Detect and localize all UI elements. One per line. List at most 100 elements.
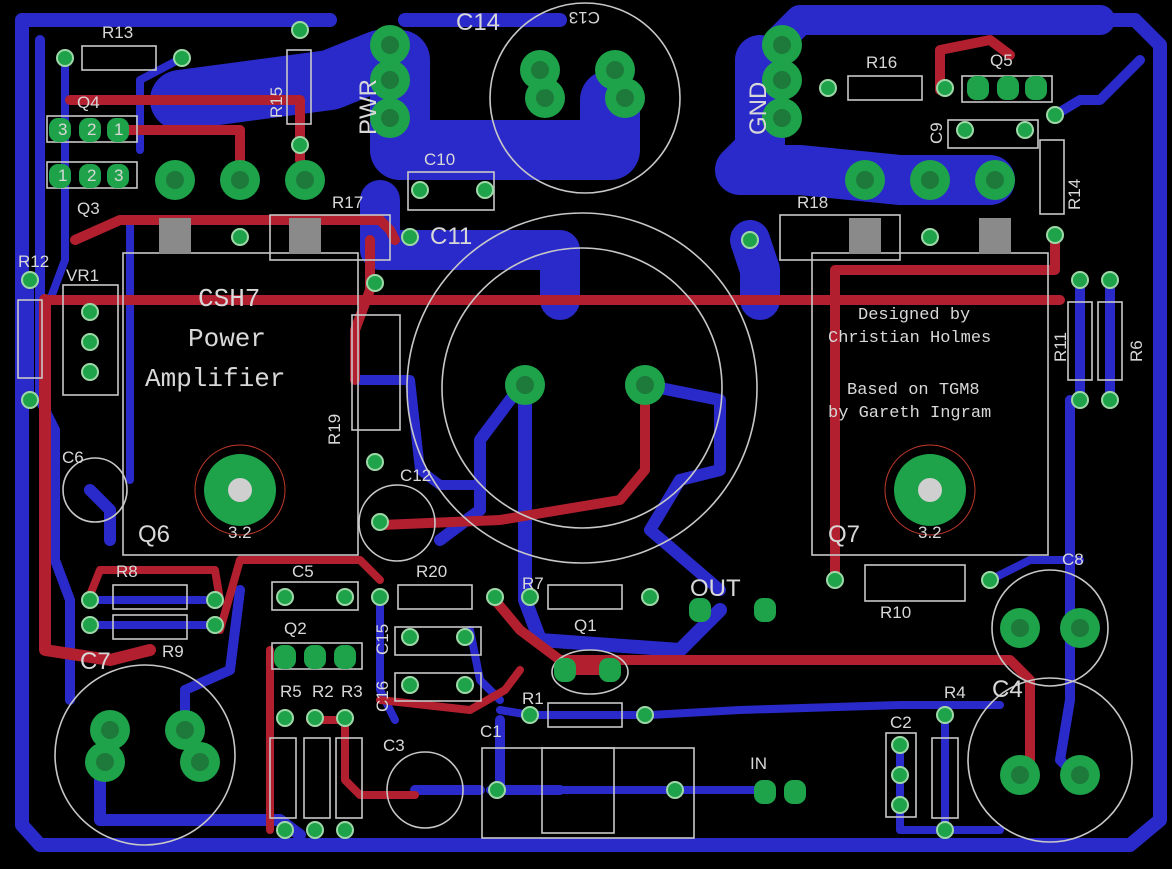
label-c1: C1	[480, 722, 502, 741]
pad-drill	[96, 753, 114, 771]
pad	[521, 588, 539, 606]
label-vr1: VR1	[66, 266, 99, 285]
pad-drill	[1011, 619, 1029, 637]
label-r5: R5	[280, 682, 302, 701]
pad	[276, 821, 294, 839]
smd-tab	[849, 218, 881, 254]
label-c8: C8	[1062, 550, 1084, 569]
transistor-pad	[49, 164, 71, 188]
pad	[936, 821, 954, 839]
label-in: IN	[750, 754, 767, 773]
pad	[291, 136, 309, 154]
transistor-pad	[754, 598, 776, 622]
pad	[336, 821, 354, 839]
label-c15: C15	[373, 624, 392, 655]
label-c2: C2	[890, 713, 912, 732]
pad	[1071, 271, 1089, 289]
transistor-pad	[304, 645, 326, 669]
label-r4: R4	[944, 683, 966, 702]
pad-drill	[381, 71, 399, 89]
pad	[956, 121, 974, 139]
label-c4: C4	[992, 676, 1023, 703]
label-q4: Q4	[77, 93, 100, 112]
pad	[306, 709, 324, 727]
pad	[366, 274, 384, 292]
label-r17: R17	[332, 193, 363, 212]
label-c14: C14	[456, 9, 500, 36]
q4-pin-2: 2	[87, 120, 96, 139]
pad	[476, 181, 494, 199]
pad	[21, 391, 39, 409]
pad	[891, 796, 909, 814]
pad-drill	[921, 171, 939, 189]
label-q5: Q5	[990, 51, 1013, 70]
pad	[981, 571, 999, 589]
transistor-pad	[49, 118, 71, 142]
pad	[1046, 106, 1064, 124]
pad	[456, 628, 474, 646]
q3-pin-3: 3	[114, 166, 123, 185]
pad	[456, 676, 474, 694]
q4-pin-1: 1	[114, 120, 123, 139]
pad	[231, 228, 249, 246]
label-gnd: GND	[745, 82, 772, 135]
label-r18: R18	[797, 193, 828, 212]
pad	[401, 628, 419, 646]
pad	[936, 706, 954, 724]
pad-drill	[636, 376, 654, 394]
q3-pin-2: 2	[87, 166, 96, 185]
pad	[486, 588, 504, 606]
pad-drill	[616, 89, 634, 107]
label-c10: C10	[424, 150, 455, 169]
label-r20: R20	[416, 562, 447, 581]
pad-drill	[381, 36, 399, 54]
pad-drill	[986, 171, 1004, 189]
pad	[81, 616, 99, 634]
pad	[21, 271, 39, 289]
pad	[81, 303, 99, 321]
credit-line-3: Based on TGM8	[847, 381, 980, 400]
transistor-pad	[554, 658, 576, 682]
pad-drill	[531, 61, 549, 79]
pad	[488, 781, 506, 799]
pad-drill	[773, 36, 791, 54]
label-r11: R11	[1051, 332, 1070, 362]
transistor-pad	[107, 164, 129, 188]
transistor-pad	[79, 118, 101, 142]
transistor-pad	[334, 645, 356, 669]
pad	[921, 228, 939, 246]
label-r3: R3	[341, 682, 363, 701]
pad	[371, 513, 389, 531]
pad	[411, 181, 429, 199]
label-r15: R15	[267, 87, 286, 118]
pads-layer	[21, 21, 1119, 839]
label-r2: R2	[312, 682, 334, 701]
pad-drill	[381, 109, 399, 127]
pad	[641, 588, 659, 606]
transistor-pad	[1025, 76, 1047, 100]
pad-drill	[856, 171, 874, 189]
pad-drill	[773, 71, 791, 89]
pad	[56, 49, 74, 67]
pad	[401, 676, 419, 694]
label-q2: Q2	[284, 619, 307, 638]
label-r9: R9	[162, 642, 184, 661]
credit-line-1: Designed by	[858, 306, 970, 325]
pad	[206, 591, 224, 609]
transistor-pad	[997, 76, 1019, 100]
label-r6: R6	[1127, 340, 1146, 362]
label-c9: C9	[927, 122, 946, 144]
smd-tab	[979, 218, 1011, 254]
label-out: OUT	[690, 575, 741, 602]
transistor-pad	[967, 76, 989, 100]
label-q7: Q7	[828, 521, 860, 548]
pad	[891, 766, 909, 784]
mounting-hole-drill	[918, 478, 942, 502]
board-title-line-3: Amplifier	[145, 364, 285, 394]
transistor-pad	[274, 645, 296, 669]
transistor-pad	[784, 780, 806, 804]
label-c5: C5	[292, 562, 314, 581]
label-q1: Q1	[574, 616, 597, 635]
label-r7: R7	[522, 574, 544, 593]
